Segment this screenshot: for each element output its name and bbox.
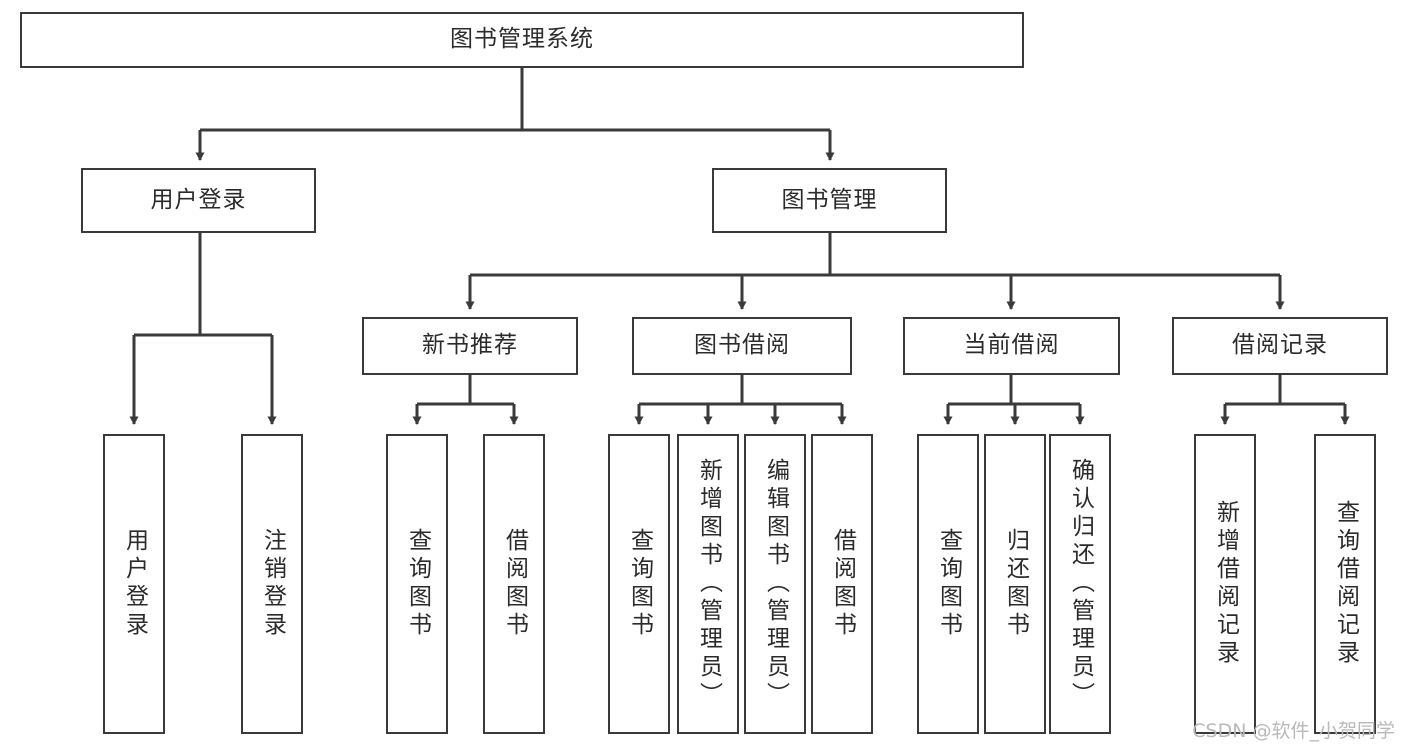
node-new-book-recommend-label: 新书推荐	[422, 332, 518, 359]
leaf-new-book-query[interactable]: 查询图书	[386, 434, 448, 734]
leaf-user-login-signout[interactable]: 注销登录	[241, 434, 303, 734]
leaf-new-book-query-label: 查询图书	[404, 528, 431, 640]
node-user-login-label: 用户登录	[150, 186, 247, 213]
node-book-borrow[interactable]: 图书借阅	[632, 317, 852, 375]
leaf-records-query-label: 查询借阅记录	[1332, 500, 1359, 668]
leaf-current-confirm-return-label: 确认归还（管理员）	[1067, 458, 1094, 710]
leaf-current-return-book-label: 归还图书	[1002, 528, 1029, 640]
leaf-borrow-edit-book-label: 编辑图书（管理员）	[762, 458, 789, 710]
leaf-new-book-borrow[interactable]: 借阅图书	[483, 434, 545, 734]
node-book-borrow-label: 图书借阅	[694, 332, 790, 359]
leaf-user-login-signin-label: 用户登录	[121, 528, 148, 640]
leaf-borrow-edit-book[interactable]: 编辑图书（管理员）	[744, 434, 806, 734]
leaf-user-login-signout-label: 注销登录	[259, 528, 286, 640]
leaf-records-query[interactable]: 查询借阅记录	[1314, 434, 1376, 734]
node-borrow-records-label: 借阅记录	[1232, 332, 1328, 359]
watermark-text: CSDN @软件_小贺同学	[1192, 720, 1395, 742]
leaf-borrow-borrow-book[interactable]: 借阅图书	[811, 434, 873, 734]
leaf-borrow-query-book-label: 查询图书	[626, 528, 653, 640]
leaf-borrow-add-book[interactable]: 新增图书（管理员）	[677, 434, 739, 734]
leaf-records-add[interactable]: 新增借阅记录	[1194, 434, 1256, 734]
node-root-label: 图书管理系统	[450, 26, 594, 53]
node-new-book-recommend[interactable]: 新书推荐	[362, 317, 578, 375]
leaf-current-query-book-label: 查询图书	[935, 528, 962, 640]
leaf-borrow-add-book-label: 新增图书（管理员）	[695, 458, 722, 710]
leaf-current-query-book[interactable]: 查询图书	[917, 434, 979, 734]
leaf-new-book-borrow-label: 借阅图书	[501, 528, 528, 640]
node-current-borrow-label: 当前借阅	[963, 332, 1060, 359]
leaf-current-return-book[interactable]: 归还图书	[984, 434, 1046, 734]
node-user-login[interactable]: 用户登录	[81, 168, 316, 233]
leaf-user-login-signin[interactable]: 用户登录	[103, 434, 165, 734]
node-book-management[interactable]: 图书管理	[712, 168, 947, 233]
node-root[interactable]: 图书管理系统	[20, 12, 1024, 68]
node-current-borrow[interactable]: 当前借阅	[903, 317, 1120, 375]
node-book-management-label: 图书管理	[781, 186, 878, 213]
leaf-borrow-query-book[interactable]: 查询图书	[608, 434, 670, 734]
node-borrow-records[interactable]: 借阅记录	[1172, 317, 1388, 375]
leaf-current-confirm-return[interactable]: 确认归还（管理员）	[1049, 434, 1111, 734]
leaf-borrow-borrow-book-label: 借阅图书	[829, 528, 856, 640]
leaf-records-add-label: 新增借阅记录	[1212, 500, 1239, 668]
